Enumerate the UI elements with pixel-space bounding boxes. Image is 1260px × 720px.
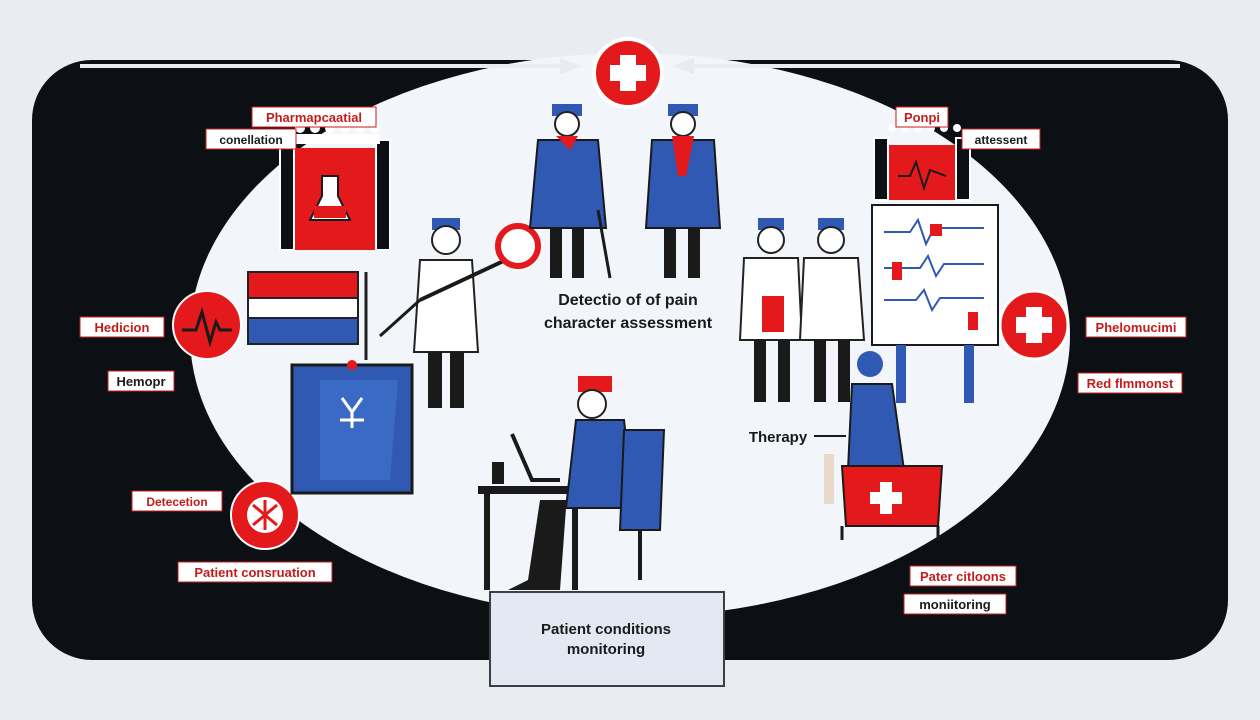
label-detection-box <box>131 490 223 512</box>
standing-figure-1 <box>528 104 612 279</box>
label-pharma-1-box <box>251 106 377 128</box>
label-moniitoring: moniitoring <box>919 597 991 612</box>
doctor-figure-1 <box>738 218 804 402</box>
label-red-flmmonst-box <box>1077 372 1183 394</box>
therapy-label: Therapy <box>749 429 808 446</box>
label-conellation: conellation <box>219 133 282 147</box>
cross-icon <box>592 37 664 109</box>
label-patient-consruation-box <box>177 561 333 583</box>
podium <box>290 360 414 495</box>
label-ponpi: Ponpi <box>904 110 940 125</box>
doctor-figure-magnifier <box>378 218 541 408</box>
label-hedicion: Hedicion <box>95 320 150 335</box>
assessment-board <box>873 124 971 201</box>
label-attessent: attessent <box>975 133 1028 147</box>
flower-icon <box>230 480 300 550</box>
label-detecetion: Detecetion <box>146 495 207 509</box>
label-monitoring-right-box <box>903 593 1007 615</box>
label-hemopr-box <box>107 370 175 392</box>
flag <box>247 271 368 360</box>
label-phelomucimi: Phelomucimi <box>1096 320 1177 335</box>
label-hemopr: Hemopr <box>116 374 165 389</box>
chart-board <box>871 204 999 403</box>
standing-figure-2 <box>644 104 722 278</box>
label-patient-consruation: Patient consruation <box>194 565 315 580</box>
label-pater-citloons: Pater citloons <box>920 569 1006 584</box>
bottom-box-line-2: monitoring <box>567 641 645 658</box>
label-attessent-box <box>961 128 1041 150</box>
doctor-figure-2 <box>798 218 866 402</box>
person-at-laptop <box>508 376 666 590</box>
heartbeat-icon <box>172 290 242 360</box>
patient-conditions-box <box>489 591 725 687</box>
label-red-flmmonst: Red flmmonst <box>1087 376 1174 391</box>
cross-bench <box>840 465 944 540</box>
label-ponpi-box <box>895 106 949 128</box>
label-hedicion-box <box>79 316 165 338</box>
center-title-line-2: character assessment <box>544 315 713 332</box>
arrow-right-head <box>672 58 694 74</box>
center-title-line-1: Detectio of of pain <box>558 292 698 309</box>
label-phelomucimi-box <box>1085 316 1187 338</box>
desk-with-laptop <box>478 433 582 590</box>
arrow-left-head <box>560 58 582 74</box>
label-pater-citloons-box <box>909 565 1017 587</box>
label-pharmapcaatial: Pharmapcaatial <box>266 110 362 125</box>
label-pharma-2-box <box>205 128 297 150</box>
cross-icon-right <box>998 289 1070 361</box>
pharmacy-board <box>279 123 391 251</box>
seated-patient <box>824 351 906 504</box>
bottom-box-line-1: Patient conditions <box>541 621 671 638</box>
